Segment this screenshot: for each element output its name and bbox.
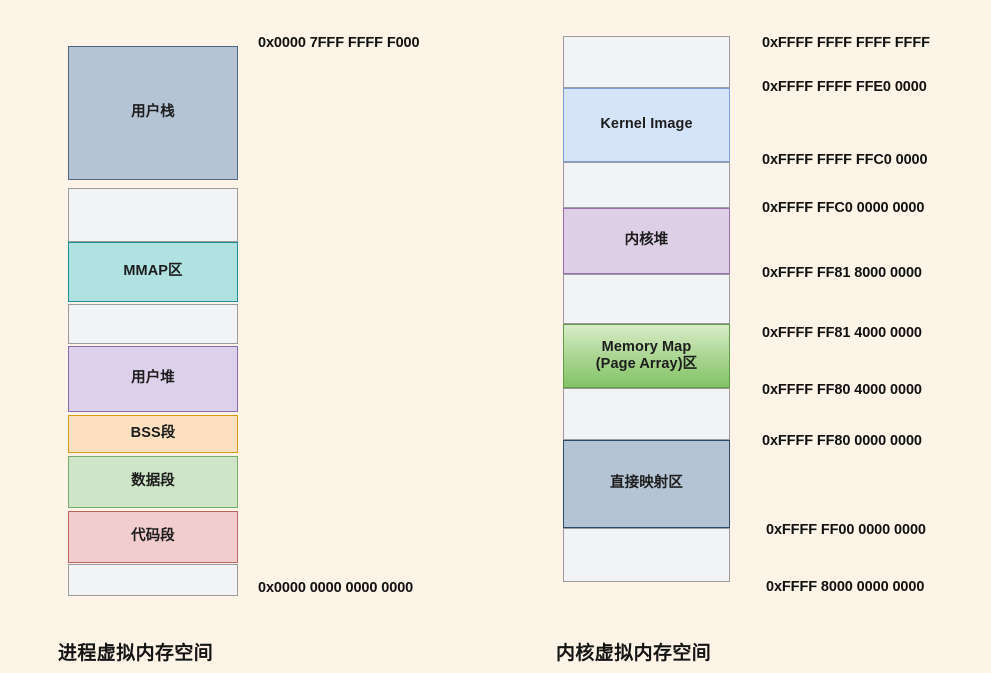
segment-memory-map: Memory Map (Page Array)区 bbox=[563, 324, 730, 388]
segment-kernel-gap-bottom bbox=[563, 528, 730, 582]
segment-user-heap: 用户堆 bbox=[68, 346, 238, 412]
segment-label: 数据段 bbox=[131, 473, 175, 490]
address-label-process-top: 0x0000 7FFF FFFF F000 bbox=[258, 35, 420, 51]
segment-kernel-image: Kernel Image bbox=[563, 88, 730, 162]
address-label-kernel-2: 0xFFFF FFFF FFC0 0000 bbox=[762, 152, 928, 168]
segment-text-code: 代码段 bbox=[68, 511, 238, 563]
segment-label: BSS段 bbox=[130, 425, 176, 442]
address-label-kernel-7: 0xFFFF FF80 0000 0000 bbox=[762, 433, 922, 449]
segment-user-stack: 用户栈 bbox=[68, 46, 238, 180]
segment-gap-1 bbox=[68, 188, 238, 242]
address-label-kernel-1: 0xFFFF FFFF FFE0 0000 bbox=[762, 79, 927, 95]
segment-mmap-area: MMAP区 bbox=[68, 242, 238, 302]
segment-label: Kernel Image bbox=[600, 116, 693, 133]
segment-label: 直接映射区 bbox=[610, 475, 683, 492]
segment-gap-3 bbox=[68, 564, 238, 596]
caption-kernel-space: 内核虚拟内存空间 bbox=[556, 643, 712, 664]
segment-kernel-gap-1 bbox=[563, 162, 730, 208]
address-label-kernel-5: 0xFFFF FF81 4000 0000 bbox=[762, 325, 922, 341]
segment-label: 内核堆 bbox=[624, 232, 669, 249]
segment-label: 用户堆 bbox=[131, 370, 175, 387]
segment-data: 数据段 bbox=[68, 456, 238, 508]
address-label-kernel-6: 0xFFFF FF80 4000 0000 bbox=[762, 382, 922, 398]
segment-label: Memory Map (Page Array)区 bbox=[595, 338, 698, 372]
segment-kernel-heap: 内核堆 bbox=[563, 208, 730, 274]
address-label-process-bottom: 0x0000 0000 0000 0000 bbox=[258, 580, 414, 596]
caption-process-space: 进程虚拟内存空间 bbox=[58, 643, 214, 664]
segment-direct-map: 直接映射区 bbox=[563, 440, 730, 528]
segment-kernel-gap-3 bbox=[563, 388, 730, 440]
segment-gap-2 bbox=[68, 304, 238, 344]
address-label-kernel-0: 0xFFFF FFFF FFFF FFFF bbox=[762, 35, 930, 51]
address-label-kernel-9: 0xFFFF 8000 0000 0000 bbox=[766, 579, 925, 595]
segment-label: 用户栈 bbox=[131, 104, 175, 121]
address-label-kernel-3: 0xFFFF FFC0 0000 0000 bbox=[762, 200, 925, 216]
segment-kernel-gap-top bbox=[563, 36, 730, 88]
address-label-kernel-8: 0xFFFF FF00 0000 0000 bbox=[766, 522, 926, 538]
segment-bss: BSS段 bbox=[68, 415, 238, 453]
address-label-kernel-4: 0xFFFF FF81 8000 0000 bbox=[762, 265, 922, 281]
segment-label: 代码段 bbox=[131, 528, 175, 545]
segment-kernel-gap-2 bbox=[563, 274, 730, 324]
segment-label: MMAP区 bbox=[123, 263, 183, 280]
